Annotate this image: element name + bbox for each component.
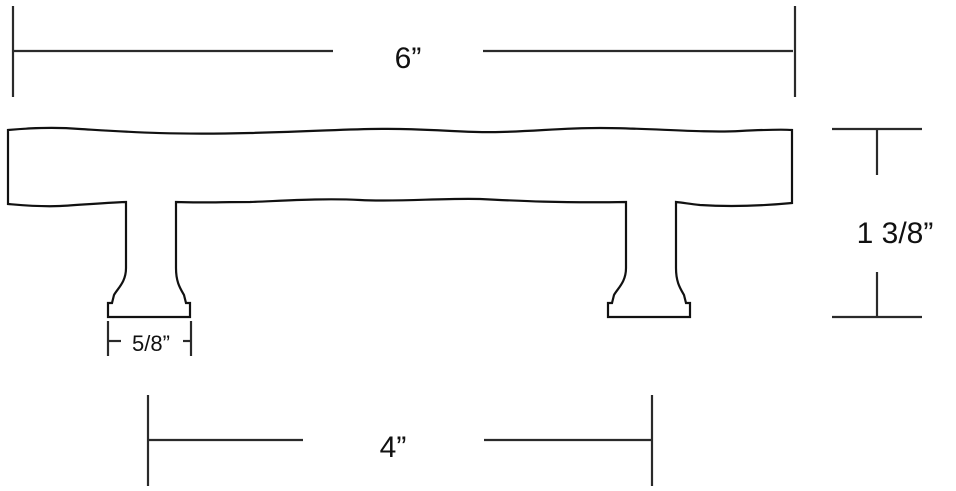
center-to-center-dimension: 4” bbox=[146, 395, 654, 486]
center-to-center-label: 4” bbox=[380, 431, 407, 464]
foot-width-dimension: 5/8” bbox=[106, 321, 193, 356]
overall-length-label: 6” bbox=[395, 42, 422, 75]
handle-outline bbox=[6, 126, 794, 319]
foot-width-label: 5/8” bbox=[132, 331, 170, 356]
height-label: 1 3/8” bbox=[857, 217, 934, 250]
overall-length-dimension: 6” bbox=[11, 6, 797, 97]
height-dimension: 1 3/8” bbox=[832, 127, 934, 319]
